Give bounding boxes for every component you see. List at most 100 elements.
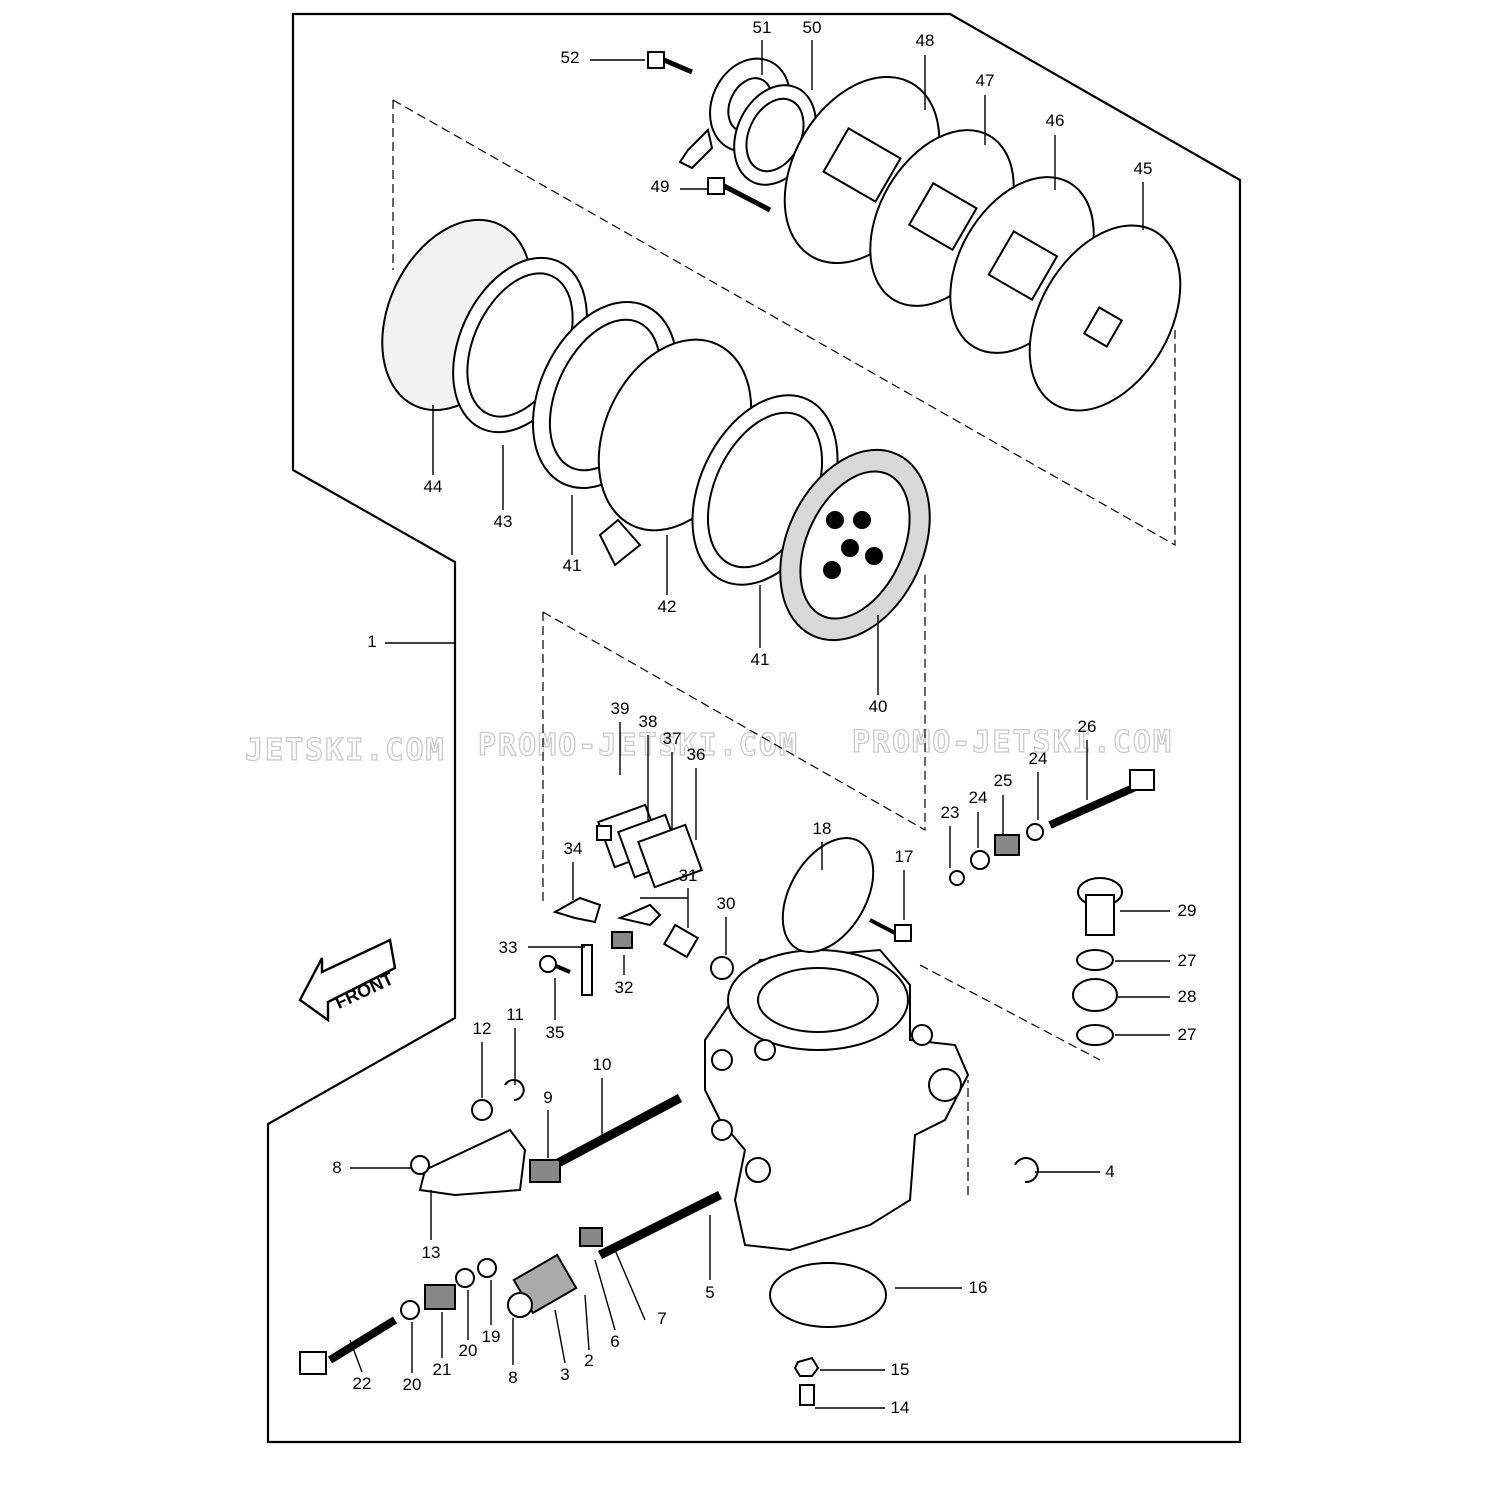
callout-5: 5 (705, 1283, 714, 1302)
leader-line-22 (349, 1339, 363, 1373)
leader-line-6 (594, 1259, 616, 1331)
idle-screw-26 (1048, 769, 1155, 829)
gasket-27-lower (1076, 1024, 1114, 1046)
callout-50: 50 (803, 18, 822, 37)
banjo-bolt-29 (1077, 877, 1123, 936)
screw-14 (799, 1384, 815, 1406)
callout-49: 49 (651, 177, 670, 196)
callout-16: 16 (969, 1278, 988, 1297)
throttle-shaft-10 (542, 1094, 683, 1174)
callout-34: 34 (564, 839, 583, 858)
callout-20b: 20 (403, 1375, 422, 1394)
leader-lines (349, 40, 1170, 1409)
washer-24b (1026, 823, 1044, 841)
callout-8a: 8 (332, 1158, 341, 1177)
callout-12: 12 (473, 1019, 492, 1038)
callout-44: 44 (424, 477, 443, 496)
cover-dash-right (919, 964, 1101, 1195)
callout-21: 21 (433, 1360, 452, 1379)
leader-line-7 (614, 1249, 646, 1321)
cover-45 (1028, 224, 1182, 412)
banjo-28 (1072, 978, 1118, 1012)
carburetor-body (704, 948, 970, 1252)
front-arrow: FRONT (298, 938, 397, 1023)
callout-7: 7 (657, 1309, 666, 1328)
screw-49 (707, 177, 772, 213)
callout-24a: 24 (969, 788, 988, 807)
watermark-promo-jetski-1: PROMO-JETSKI.COM (478, 728, 799, 763)
upper-subassembly-frame (392, 99, 1176, 547)
diaphragm-40 (779, 448, 931, 642)
check-valve-36-39 (596, 803, 703, 889)
washer-20-left (400, 1300, 420, 1320)
callout-43: 43 (494, 512, 513, 531)
watermark-promo-jetski-2: PROMO-JETSKI.COM (852, 725, 1173, 760)
callout-35: 35 (546, 1023, 565, 1042)
callout-9: 9 (543, 1088, 552, 1107)
callout-3: 3 (560, 1365, 569, 1384)
callout-23: 23 (941, 803, 960, 822)
callout-52: 52 (561, 48, 580, 67)
lever-13 (410, 1128, 527, 1197)
callout-20a: 20 (459, 1341, 478, 1360)
screw-17 (869, 918, 912, 942)
washer-24a (970, 850, 990, 870)
screw-35 (539, 955, 571, 974)
callout-22: 22 (353, 1374, 372, 1393)
callout-1: 1 (367, 632, 376, 651)
callout-48: 48 (916, 31, 935, 50)
callout-8b: 8 (508, 1368, 517, 1387)
callout-42: 42 (658, 597, 677, 616)
callout-47: 47 (976, 71, 995, 90)
callout-36: 36 (687, 745, 706, 764)
choke-shaft-5 (597, 1190, 723, 1260)
callout-6: 6 (610, 1332, 619, 1351)
callout-30: 30 (717, 894, 736, 913)
leader-line-3 (554, 1309, 566, 1364)
spring-9 (529, 1159, 561, 1183)
lower-subassembly-frame (542, 570, 926, 905)
callout-33: 33 (499, 938, 518, 957)
spring-25 (994, 834, 1020, 856)
callout-38: 38 (639, 712, 658, 731)
ring-23 (949, 870, 965, 886)
callout-18: 18 (813, 819, 832, 838)
gasket-27-upper (1076, 949, 1114, 971)
nut-15 (793, 1356, 820, 1377)
lever-34 (552, 896, 602, 924)
callout-51: 51 (753, 18, 772, 37)
spring-32 (611, 931, 633, 949)
washer-30 (710, 956, 734, 980)
callout-2: 2 (584, 1351, 593, 1370)
callout-14: 14 (891, 1398, 910, 1417)
callout-29: 29 (1178, 901, 1197, 920)
clip-11 (504, 1079, 525, 1101)
watermark-jetski: JETSKI.COM (245, 733, 446, 768)
washer-12 (471, 1099, 493, 1121)
callout-31: 31 (679, 866, 698, 885)
callout-41b: 41 (751, 650, 770, 669)
callout-4: 4 (1105, 1162, 1114, 1181)
clip-4 (1014, 1157, 1039, 1184)
assembly-border (266, 12, 1242, 1444)
pin-33 (581, 944, 593, 996)
callout-32: 32 (615, 978, 634, 997)
callout-37: 37 (663, 729, 682, 748)
leader-line-2 (584, 1294, 590, 1351)
mixture-screw-22 (299, 1316, 398, 1375)
screw-52 (647, 51, 693, 75)
callout-39: 39 (611, 699, 630, 718)
callout-46: 46 (1046, 111, 1065, 130)
choke-valve-16 (769, 1262, 887, 1328)
callout-15: 15 (891, 1360, 910, 1379)
callout-27b: 27 (1178, 1025, 1197, 1044)
callout-17: 17 (895, 847, 914, 866)
callout-25: 25 (994, 771, 1013, 790)
callout-27a: 27 (1178, 951, 1197, 970)
throttle-valve-18 (781, 837, 875, 953)
callout-28: 28 (1178, 987, 1197, 1006)
washer-19 (477, 1258, 497, 1278)
callout-41a: 41 (563, 556, 582, 575)
